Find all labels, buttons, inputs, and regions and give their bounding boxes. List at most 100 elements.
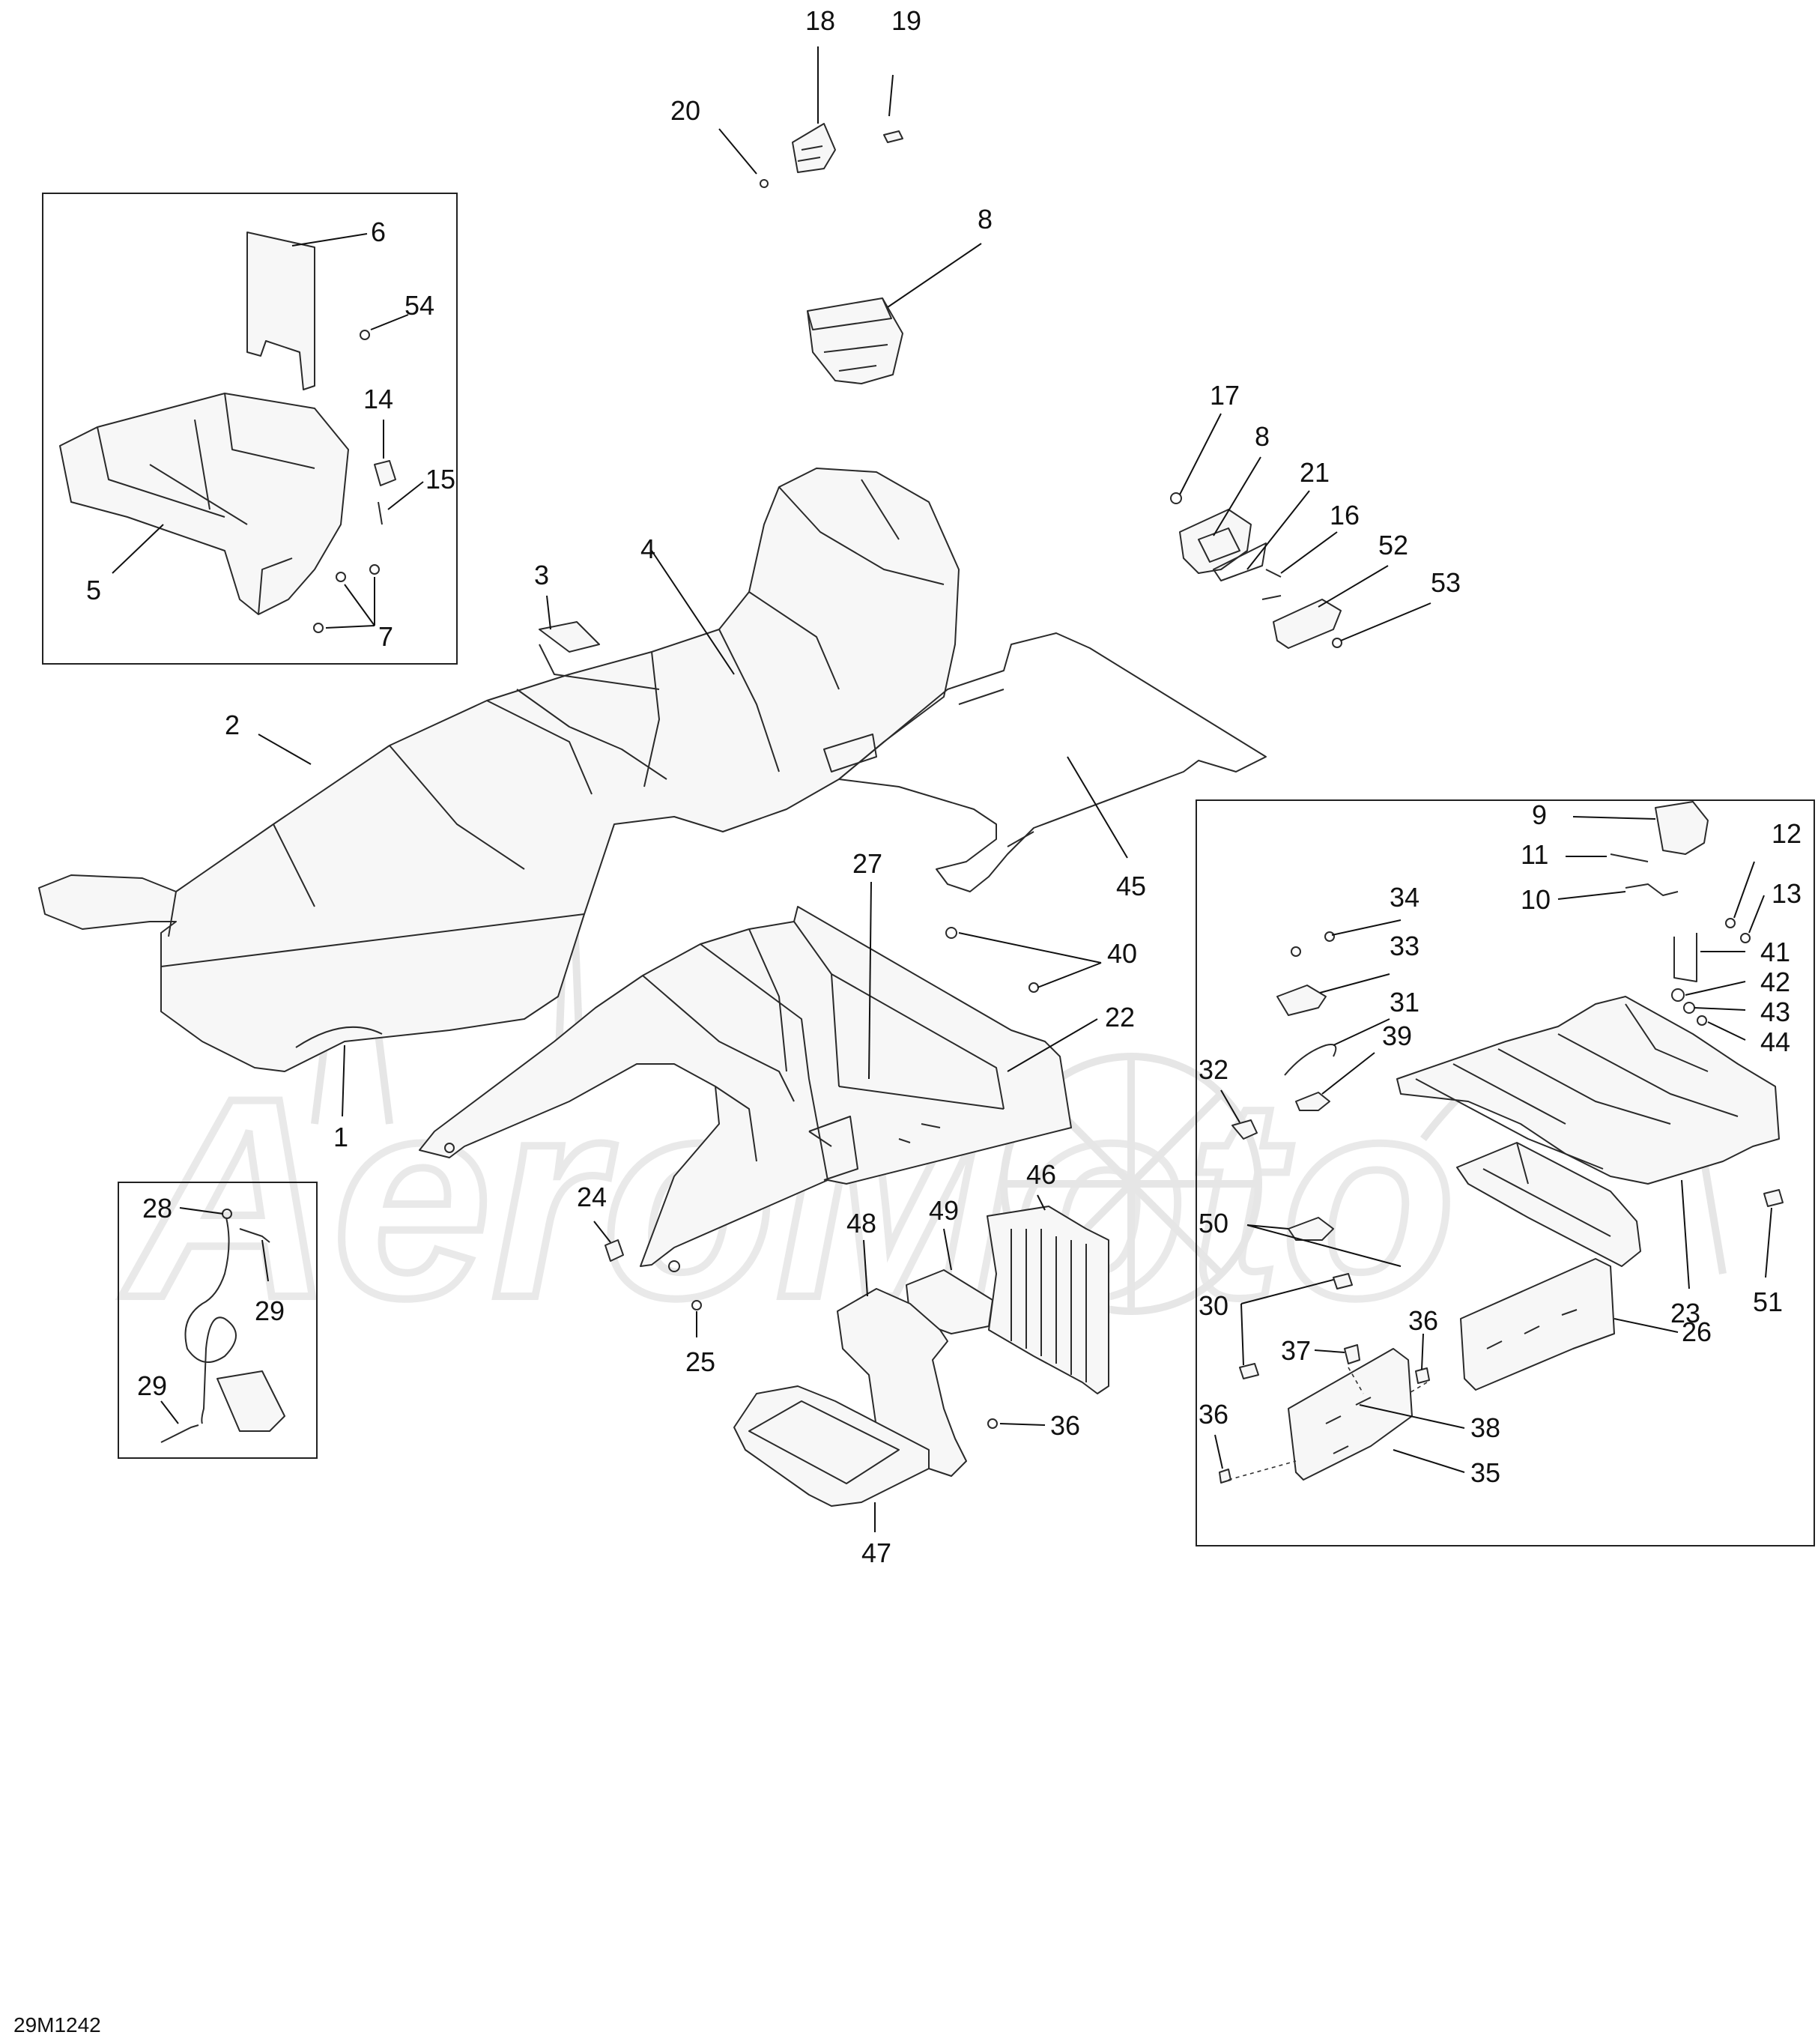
- part-29a: [239, 1228, 270, 1243]
- part-46-slats: [1010, 1229, 1087, 1382]
- callout-8a: 8: [978, 204, 993, 235]
- leader-32: [1220, 1089, 1240, 1123]
- part-32: [1231, 1119, 1258, 1140]
- leader-28: [179, 1207, 224, 1215]
- callout-1: 1: [333, 1122, 348, 1152]
- backrest-inset-parts: [59, 232, 396, 633]
- callout-20: 20: [670, 95, 700, 126]
- part-12: [1725, 918, 1736, 928]
- leader-17: [1179, 413, 1222, 495]
- leader-43: [1694, 1007, 1746, 1011]
- part-3: [539, 621, 600, 653]
- leader-37: [1314, 1349, 1345, 1353]
- leader-49: [943, 1228, 952, 1271]
- callout-5: 5: [86, 575, 101, 605]
- part-8b-detail: [1198, 527, 1240, 563]
- leader-52: [1318, 565, 1389, 608]
- part-5-detail: [97, 393, 315, 615]
- callout-13: 13: [1772, 878, 1802, 909]
- part-36-b: [1219, 1469, 1231, 1484]
- callout-41: 41: [1760, 937, 1790, 967]
- leader-53: [1340, 602, 1431, 641]
- rack-inset-parts: [1219, 801, 1784, 1484]
- part-13: [1740, 933, 1751, 943]
- part-41: [1673, 933, 1697, 982]
- leader-45: [1067, 756, 1128, 859]
- leader-46: [1037, 1194, 1046, 1211]
- callout-7: 7: [378, 621, 393, 652]
- part-30b: [1239, 1363, 1259, 1379]
- callout-36a: 36: [1408, 1305, 1438, 1336]
- part-45-inner: [958, 689, 1034, 847]
- part-24: [605, 1239, 624, 1262]
- callout-39: 39: [1382, 1021, 1412, 1051]
- hinge-parts: [760, 123, 903, 188]
- leader-26: [1614, 1318, 1679, 1333]
- leader-34: [1331, 919, 1402, 936]
- leader-3: [546, 595, 551, 630]
- leader-1: [342, 1044, 345, 1117]
- leader-6: [291, 233, 368, 247]
- leader-20: [718, 128, 757, 175]
- leader-35: [1393, 1449, 1465, 1473]
- callout-32: 32: [1199, 1054, 1228, 1085]
- leader-54: [370, 314, 409, 330]
- part-44: [1697, 1015, 1707, 1026]
- part-20: [760, 179, 769, 188]
- callout-4: 4: [640, 533, 655, 564]
- part-11: [1610, 853, 1649, 862]
- part-35: [1288, 1348, 1413, 1481]
- part-36-a: [1415, 1367, 1430, 1384]
- leader-16: [1280, 531, 1338, 574]
- leader-10: [1557, 891, 1626, 900]
- leader-8a: [887, 243, 982, 308]
- part-35-holes: [1325, 1397, 1372, 1454]
- callout-52: 52: [1378, 530, 1408, 560]
- part-8-detail: [807, 297, 892, 372]
- callout-42: 42: [1760, 967, 1790, 997]
- leader-30: [1240, 1279, 1334, 1366]
- leader-31: [1333, 1018, 1390, 1046]
- callout-34: 34: [1390, 882, 1419, 913]
- part-47-inner: [748, 1400, 900, 1484]
- callout-47: 47: [861, 1537, 891, 1568]
- leader-15: [387, 481, 424, 510]
- callout-25: 25: [685, 1346, 715, 1377]
- callout-14: 14: [363, 384, 393, 414]
- leader-4: [651, 550, 735, 675]
- part-6: [246, 232, 315, 390]
- part-52: [1273, 599, 1342, 649]
- callout-38: 38: [1470, 1412, 1500, 1443]
- leader-27: [868, 881, 872, 1080]
- rack-dashed-guides: [1228, 1367, 1428, 1481]
- leader-9: [1572, 816, 1656, 820]
- callout-17: 17: [1210, 380, 1240, 411]
- part-18-detail: [797, 145, 823, 162]
- callouts: 18 19 20 8 6 54 14 15 5 7 3 4 2 1 17 8 2…: [86, 5, 1802, 1568]
- leader-50: [1246, 1224, 1402, 1267]
- callout-8b: 8: [1255, 421, 1270, 452]
- part-2-detail: [160, 479, 945, 967]
- part-47: [733, 1385, 930, 1507]
- leader-13: [1748, 895, 1765, 934]
- part-5: [59, 393, 349, 615]
- part-46: [987, 1206, 1109, 1394]
- leader-36c: [1214, 1434, 1223, 1469]
- leader-36a: [1421, 1333, 1424, 1370]
- part-31: [1284, 1044, 1337, 1076]
- leader-8b: [1213, 456, 1261, 536]
- part-14: [374, 460, 396, 486]
- callout-36-box: 36: [1050, 1410, 1080, 1441]
- part-50-detail: [1482, 1142, 1611, 1237]
- leader-42: [1685, 981, 1746, 996]
- callout-43: 43: [1760, 997, 1790, 1027]
- leader-19: [888, 74, 894, 117]
- callout-31: 31: [1390, 987, 1419, 1018]
- leader-51: [1765, 1207, 1772, 1278]
- part-7b: [369, 564, 380, 575]
- part-28-cable: [184, 1217, 237, 1424]
- tether-clip: [216, 1370, 285, 1432]
- leader-21: [1246, 490, 1310, 570]
- callout-3: 3: [534, 560, 549, 590]
- part-36-box: [987, 1418, 998, 1429]
